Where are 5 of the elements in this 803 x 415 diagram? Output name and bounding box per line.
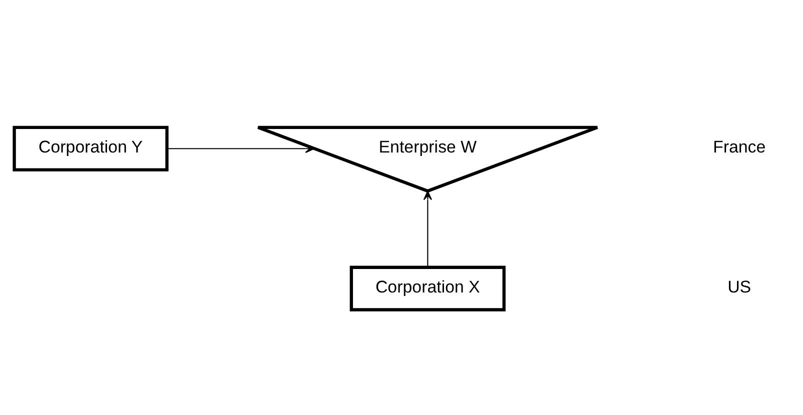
label: US bbox=[727, 277, 751, 296]
label: France bbox=[712, 137, 766, 156]
node-box: Corporation X bbox=[349, 265, 506, 311]
arrow bbox=[422, 190, 432, 267]
node-box: Corporation Y bbox=[12, 125, 168, 171]
